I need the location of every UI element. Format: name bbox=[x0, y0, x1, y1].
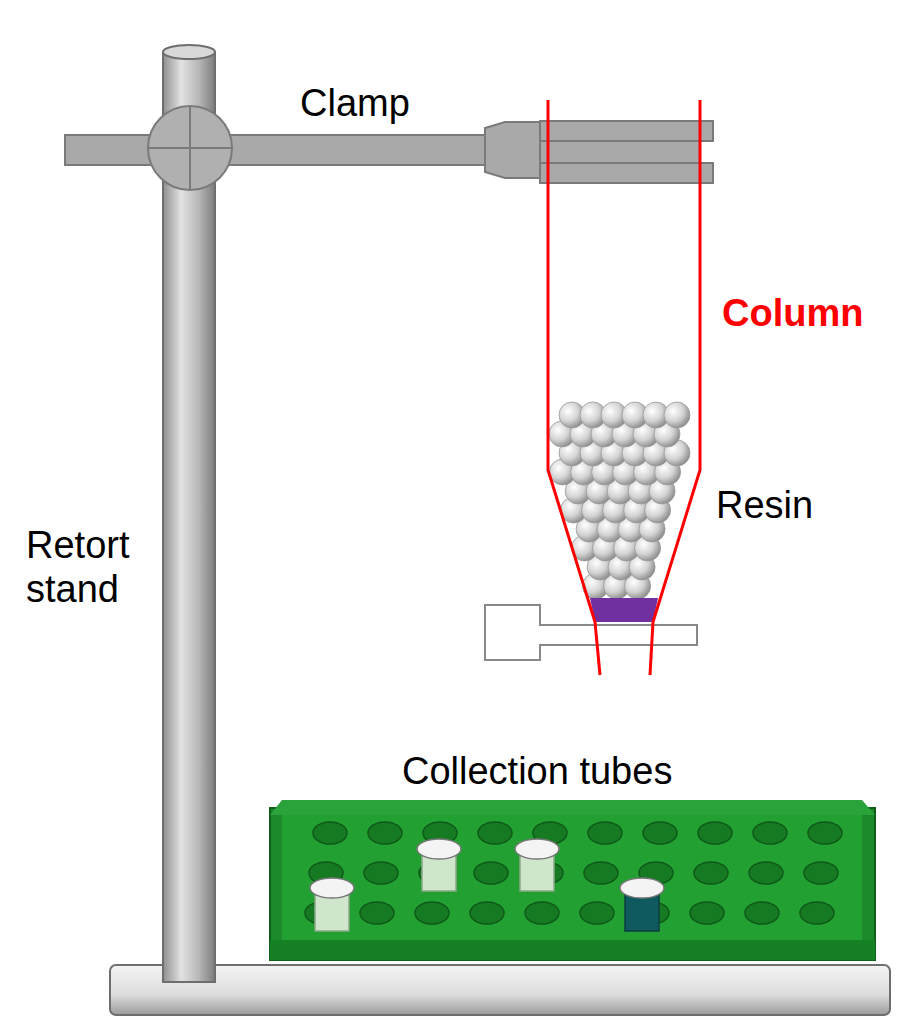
pole-top bbox=[163, 45, 215, 59]
collection-tubes-label: Collection tubes bbox=[402, 750, 672, 794]
collection-tubes bbox=[310, 839, 664, 931]
clamp-label: Clamp bbox=[300, 82, 410, 126]
tube-rack bbox=[270, 800, 875, 960]
stand-label: Retort stand bbox=[26, 524, 166, 611]
resin-label: Resin bbox=[716, 484, 813, 528]
column-label: Column bbox=[722, 292, 863, 336]
stand-pole bbox=[163, 52, 215, 982]
stand-base bbox=[110, 965, 890, 1015]
column-frit bbox=[590, 598, 658, 622]
column-outline bbox=[548, 100, 700, 675]
